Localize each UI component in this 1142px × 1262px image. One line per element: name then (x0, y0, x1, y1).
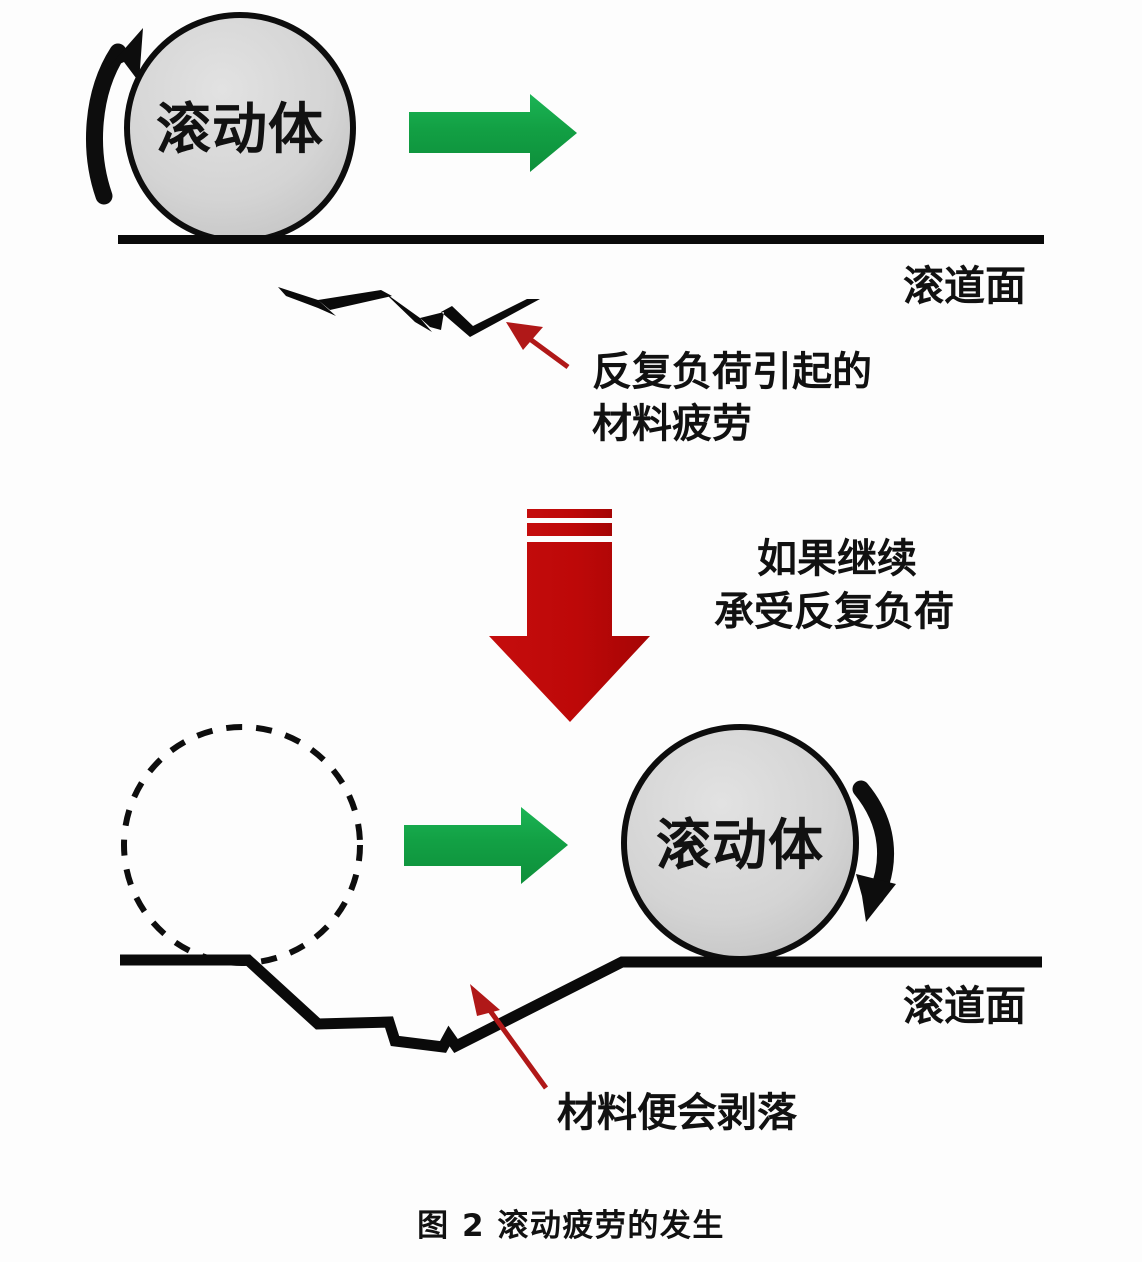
spalled-raceway-icon (120, 954, 1042, 1054)
green-right-arrow-icon-bottom (404, 807, 568, 884)
fatigue-annotation-line2: 材料疲劳 (592, 401, 752, 447)
rotation-ccw-arrow-icon (86, 28, 143, 205)
figure-caption: 图 2 滚动疲劳的发生 (417, 1208, 725, 1244)
green-right-arrow-icon-top (409, 94, 577, 172)
raceway-label-top: 滚道面 (903, 262, 1026, 310)
red-pointer-arrow-icon-top (506, 322, 570, 370)
rolling-element-top-label: 滚动体 (156, 97, 324, 161)
rotation-cw-arrow-icon (852, 780, 896, 922)
rolling-element-top: 滚动体 (124, 12, 356, 244)
red-down-arrow-icon (489, 509, 650, 722)
raceway-line-top (118, 235, 1044, 244)
fatigue-crack-icon (278, 287, 540, 337)
dashed-ghost-ball-icon (121, 724, 363, 966)
rolling-element-bottom: 滚动体 (621, 724, 859, 962)
continue-note-line1: 如果继续 (757, 536, 917, 582)
rolling-element-bottom-label: 滚动体 (656, 813, 824, 877)
continue-note-line2: 承受反复负荷 (714, 589, 954, 635)
fatigue-annotation-line1: 反复负荷引起的 (592, 349, 872, 395)
red-pointer-arrow-icon-bottom (470, 984, 549, 1090)
raceway-label-bottom: 滚道面 (903, 982, 1026, 1030)
spall-annotation: 材料便会剥落 (557, 1090, 798, 1136)
